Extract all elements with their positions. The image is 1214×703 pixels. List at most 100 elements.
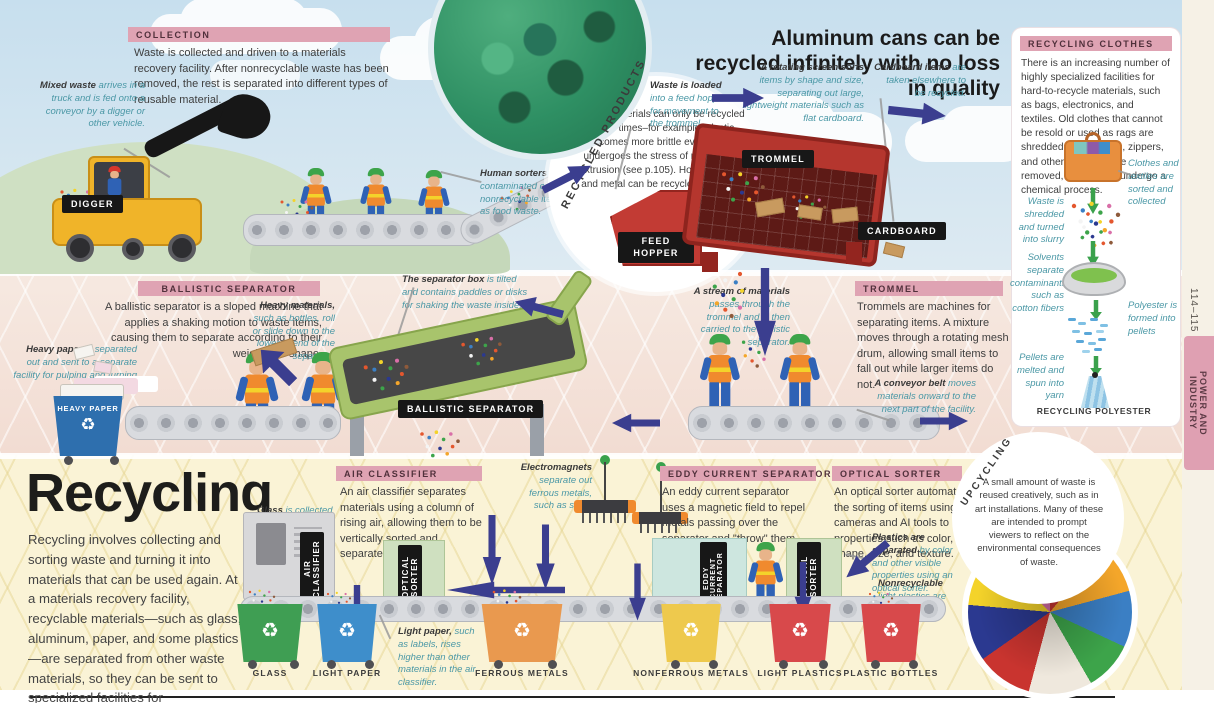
page-headline: Aluminum cans can be recycled infinitely… (695, 27, 1000, 101)
air-classifier-machine-label: AIR CLASSIFIER (300, 532, 324, 606)
electromagnet (632, 512, 688, 524)
trommel-leg (846, 242, 862, 264)
plastic-bottles-bin-label: PLASTIC BOTTLES (843, 668, 939, 678)
helmet (307, 168, 325, 177)
recycle-icon: ♻ (791, 620, 809, 642)
eddy-title: EDDY CURRENT SEPARATOR (660, 466, 830, 481)
bin-contents (248, 590, 252, 594)
trommel-box-body: Trommels are machines for separating ite… (857, 301, 1009, 392)
callout-light-paper: Light paper, such as labels, rises highe… (398, 626, 476, 689)
light-plastics-bin-label: LIGHT PLASTICS (757, 668, 843, 678)
bin-contents (326, 592, 330, 596)
callout-electromagnets: Electromagnets separate out ferrous meta… (520, 462, 592, 512)
sorting-worker (779, 334, 821, 416)
callout-cardboard-items: Cardboard items are taken elsewhere to b… (874, 62, 966, 99)
callout-clothes-sorted: Clothes and textiles are sorted and coll… (1128, 158, 1179, 208)
crane-pulley (600, 455, 610, 465)
air-classifier-title: AIR CLASSIFIER (336, 466, 482, 481)
chapter-tab-label: POWER AND INDUSTRY (1188, 370, 1208, 436)
waste-on-belt (280, 200, 284, 204)
collection-box-title: COLLECTION (128, 27, 390, 42)
digger-wheel (122, 238, 144, 260)
ballistic-separator-label: BALLISTIC SEPARATOR (398, 400, 544, 418)
plastic-bottles-bin: ♻ (861, 604, 921, 662)
bin-wheels (779, 660, 788, 669)
page-title: Recycling (26, 463, 273, 523)
callout-separator-box: The separator box is tilted and contains… (402, 274, 528, 311)
helmet (108, 166, 121, 173)
callout-mixed-waste: Mixed waste arrives in a truck and is fe… (39, 80, 145, 130)
torso (107, 178, 122, 196)
vest (244, 374, 270, 405)
recycle-icon: ♻ (261, 620, 279, 642)
bin-wheels (64, 456, 73, 465)
callout-solvents: Solvents separate contaminants such as c… (1010, 252, 1067, 315)
recycle-icon: ♻ (882, 620, 900, 642)
waste-in-separator (363, 364, 369, 370)
heavy-paper-bin: HEAVY PAPER ♻ (53, 396, 123, 456)
upcycling-circle (952, 432, 1124, 604)
head (310, 174, 322, 185)
page-numbers: 114–115 (1188, 288, 1199, 333)
helmet (709, 334, 731, 345)
machine-operator (747, 542, 784, 614)
suitcase-handle (1085, 132, 1101, 142)
callout-rotating-screen: A rotating screen sorts items by shape a… (742, 62, 864, 125)
recycle-icon: ♻ (338, 620, 356, 642)
vest (788, 355, 812, 384)
recycle-icon: ♻ (80, 415, 96, 434)
callout-waste-shredded: Waste is shredded and turned into slurry (1018, 196, 1064, 246)
floor-beam (0, 270, 1182, 276)
sorting-worker (699, 334, 741, 416)
callout-waste-loaded: Waste is loaded into a feed hopper for m… (650, 80, 727, 130)
magnet-scrap (582, 513, 628, 523)
mid-conveyor-left (125, 406, 341, 440)
bin-wheels (327, 660, 336, 669)
shredded-textile (1071, 203, 1077, 209)
sorting-conveyor (243, 214, 481, 246)
nonferrous-metals-bin-label: NONFERROUS METALS (633, 668, 749, 678)
crane-chain (604, 462, 606, 502)
waste-in-separator (460, 342, 466, 347)
cardboard-piece (831, 206, 859, 224)
bin-wheels (871, 660, 880, 669)
ferrous-metals-bin-label: FERROUS METALS (475, 668, 569, 678)
head (759, 549, 773, 561)
debris-pile (420, 432, 424, 436)
callout-pellets-melted: Pellets are melted and spun into yarn (1016, 352, 1064, 402)
trommel-machine-label: TROMMEL (742, 150, 814, 168)
separator-leg (350, 416, 364, 456)
intro-paragraph: Recycling involves collecting and sortin… (28, 532, 242, 703)
floor-beam-2 (0, 453, 1182, 459)
digger-wheel (168, 234, 196, 262)
vest (310, 374, 336, 405)
callout-polyester-pellets: Polyester is formed into pellets (1128, 300, 1178, 337)
magnet-scrap (640, 524, 680, 533)
legs (709, 382, 731, 414)
trommel-leg (702, 252, 718, 272)
electromagnet (574, 500, 636, 513)
chapter-tab: POWER AND INDUSTRY (1184, 336, 1214, 470)
helmet (756, 542, 775, 552)
recycling-polyester-label: RECYCLING POLYESTER (1036, 406, 1152, 416)
bin-wheels (494, 660, 503, 669)
bin-contents (868, 592, 872, 596)
light-plastics-bin: ♻ (769, 604, 831, 662)
head (712, 342, 728, 355)
helmet (425, 170, 443, 179)
bin-wheels (248, 660, 257, 669)
crane-chain (660, 470, 662, 514)
callout-plastics-separated: Plastics are separated by color and othe… (872, 532, 953, 595)
upcycling-text: A small amount of waste is reused creati… (974, 477, 1104, 568)
head (792, 342, 808, 355)
digger-label: DIGGER (62, 195, 123, 213)
falling-waste-stream (737, 271, 743, 277)
head (428, 176, 440, 187)
collection-box-body: Waste is collected and driven to a mater… (134, 47, 389, 106)
waste-in-trommel (721, 172, 727, 177)
solvent-bath (1062, 262, 1126, 296)
light-paper-bin-label: LIGHT PAPER (312, 668, 382, 678)
cloud (905, 120, 1025, 162)
heavy-paper-bin-label: HEAVY PAPER (57, 404, 119, 413)
eddy-body: An eddy current separator uses a magneti… (662, 486, 806, 560)
